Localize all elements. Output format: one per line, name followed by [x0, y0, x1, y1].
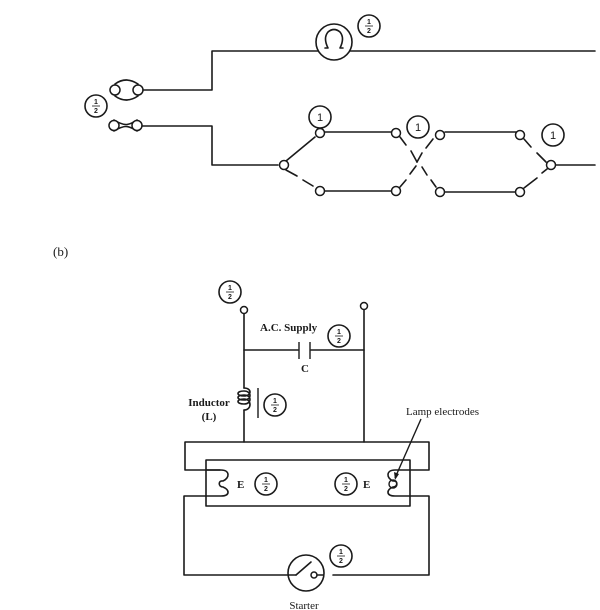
ac-supply-label: A.C. Supply — [260, 322, 318, 334]
two-way-switch-left — [285, 136, 316, 187]
svg-text:1: 1 — [317, 112, 323, 124]
svg-text:1: 1 — [367, 19, 371, 26]
supply-phase-terminal — [109, 79, 144, 101]
mark-badge-lamp: 1 2 — [357, 14, 381, 38]
part-b-label: (b) — [53, 244, 68, 259]
wire-outer-bottom — [183, 495, 430, 576]
mark-badge-starter: 1 2 — [329, 544, 353, 568]
svg-text:2: 2 — [367, 28, 371, 35]
svg-text:1: 1 — [339, 549, 343, 556]
svg-text:2: 2 — [94, 108, 98, 115]
wire-lamp-feed — [142, 50, 596, 91]
switch-pivot — [278, 159, 290, 171]
svg-text:1: 1 — [550, 130, 556, 142]
mark-badge-switch-intermediate: 1 — [406, 115, 430, 139]
two-way-switch-right — [523, 138, 548, 189]
svg-text:2: 2 — [337, 338, 341, 345]
electrode-left-label: E — [237, 479, 244, 491]
leader-arrowhead — [394, 472, 399, 480]
svg-text:2: 2 — [339, 558, 343, 565]
lamp-electrode-right — [387, 469, 411, 497]
capacitor-icon — [298, 342, 311, 359]
starter-icon — [287, 554, 325, 592]
svg-text:1: 1 — [337, 329, 341, 336]
svg-text:2: 2 — [344, 486, 348, 493]
mark-badge-switch-left: 1 — [308, 105, 332, 129]
svg-text:1: 1 — [94, 99, 98, 106]
svg-text:1: 1 — [228, 285, 232, 292]
svg-text:1: 1 — [344, 477, 348, 484]
lamp-electrodes-leader — [394, 418, 422, 479]
capacitor-label: C — [301, 363, 309, 375]
starter-label: Starter — [289, 600, 319, 610]
svg-text:2: 2 — [228, 294, 232, 301]
mark-badge-supply-right: 1 2 — [327, 324, 351, 348]
mark-badge-electrode-right: 1 2 — [334, 472, 358, 496]
supply-terminal-left — [239, 305, 249, 315]
inductor-label: Inductor — [188, 397, 230, 409]
inductor-icon — [237, 387, 259, 418]
mark-badge-supply-left: 1 2 — [218, 280, 242, 304]
svg-text:2: 2 — [264, 486, 268, 493]
wire-switch-feed — [141, 125, 279, 166]
mark-badge-switch-right: 1 — [541, 123, 565, 147]
diagram-a: 1 2 1 2 — [84, 14, 596, 198]
mark-badge-supply: 1 2 — [84, 94, 108, 118]
mark-badge-inductor: 1 2 — [263, 393, 287, 417]
electrode-right-label: E — [363, 479, 370, 491]
svg-text:1: 1 — [415, 122, 421, 134]
svg-text:2: 2 — [273, 407, 277, 414]
lamp-electrode-left — [205, 469, 229, 497]
supply-neutral-terminal — [108, 119, 143, 132]
lamp-icon — [315, 23, 353, 61]
svg-text:1: 1 — [273, 398, 277, 405]
diagram-b: 1 2 1 2 Inductor (L) C A.C. — [183, 280, 479, 610]
fluorescent-tube — [205, 459, 411, 507]
lamp-electrodes-label: Lamp electrodes — [406, 406, 479, 418]
inductor-label-symbol: (L) — [202, 411, 217, 423]
svg-text:1: 1 — [264, 477, 268, 484]
supply-terminal-right — [359, 301, 369, 311]
mark-badge-electrode-left: 1 2 — [254, 472, 278, 496]
intermediate-switch — [399, 136, 437, 188]
wire-outer-top — [184, 441, 430, 471]
